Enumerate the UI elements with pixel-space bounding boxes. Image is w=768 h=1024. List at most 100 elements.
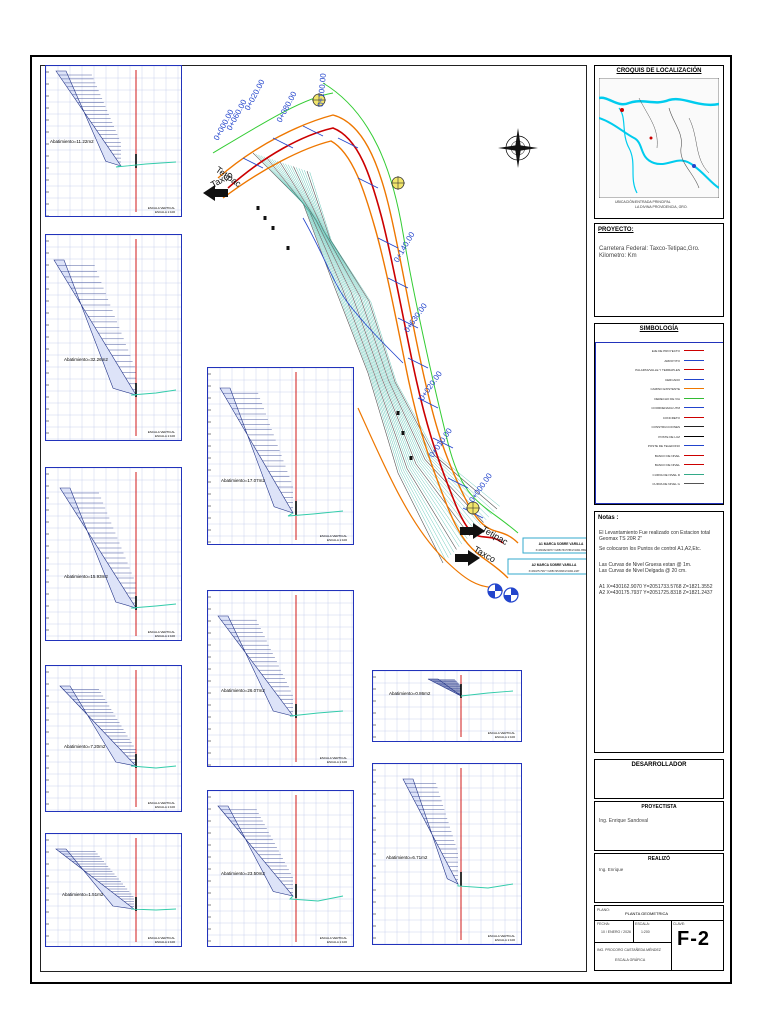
symbol-mark: [684, 473, 704, 478]
cross-section-plot: [46, 235, 181, 440]
symbol-label: BANCO DE NIVEL: [654, 453, 680, 458]
note-2: Se colocaron los Puntos de control A1,A2…: [599, 546, 702, 552]
notes-box: Notas : El Levantamiento Fue realizado c…: [594, 511, 724, 753]
section-scale-line1: ESCALA VERTICAL: [147, 801, 175, 805]
symbol-label: CONSTRUCCIONES: [651, 425, 680, 429]
note-5: A1 X=430162.9070 Y=2051733.5768 Z=1821.3…: [599, 584, 713, 590]
benchmark-text: X=430175.7937 Y=2051725.8318 Z=1821.2437: [529, 570, 580, 573]
symbol-list: EJE DE PROYECTO ARROYITO PALAPAS/VALLE Y T…: [595, 342, 723, 504]
plan-label: PLANO:: [597, 908, 610, 912]
location-caption-label: UBICACIÓN:: [615, 200, 636, 204]
symbol-row: BANCO DE NIVEL: [608, 454, 708, 460]
location-map: [599, 78, 719, 198]
section-scale-line2: ESCALA 1:100: [154, 633, 175, 638]
benchmark-text: A1 MARCA SOBRE VARILLA: [539, 542, 584, 546]
symbol-row: DERECHO DE VIA: [608, 397, 708, 403]
symbol-mark: [684, 416, 704, 421]
project-title: PROYECTO:: [598, 227, 634, 233]
made-name: Ing. Enrique: [599, 867, 624, 872]
note-3: Las Curvas de Nivel Gruesa estan @ 1m.: [599, 562, 692, 568]
section-scale-line1: ESCALA VERTICAL: [147, 936, 175, 940]
section-scale-line1: ESCALA VERTICAL: [319, 534, 347, 538]
station-label: 0+020.00: [417, 369, 444, 402]
symbol-row: CONSTRUCCIONES: [608, 425, 708, 431]
designer-title: PROYECTISTA: [641, 804, 677, 810]
section-scale-line1: ESCALA VERTICAL: [147, 430, 175, 434]
date-label: FECHA:: [597, 922, 610, 926]
symbol-mark: [684, 435, 704, 440]
section-area-label: Abatimiento=1.51m2: [62, 892, 104, 898]
symbol-label: CERCADO: [664, 377, 680, 382]
section-area-label: Abatimiento=6.71m2: [386, 854, 428, 860]
section-scale-line1: ESCALA VERTICAL: [319, 756, 347, 760]
scale-value: 1:200: [641, 930, 650, 934]
symbol-mark: [684, 388, 704, 392]
developer-box: DESARROLLADOR: [594, 759, 724, 799]
section-area-label: Abatimiento=11.22m2: [50, 139, 94, 145]
symbol-row: POSTE DE TELEFONO: [608, 444, 708, 450]
note-4: Las Curvas de Nivel Delgada @ 20 cm.: [599, 568, 687, 574]
symbol-mark: [684, 407, 704, 411]
symbol-row: CURVA DE NIVEL G: [608, 482, 708, 488]
section-area-label: Abatimiento=0.86m2: [389, 691, 431, 697]
symbol-mark: [684, 464, 704, 468]
symbol-label: PALAPAS/VALLE Y TERRAPLEN: [635, 368, 680, 372]
title-block: CROQUIS DE LOCALIZACIÓN UBICACIÓN: ENTRA…: [594, 65, 724, 971]
note-1: El Levantamiento Fue realizado con Estac…: [599, 530, 711, 542]
cross-section-plot: [46, 468, 181, 640]
symbol-label: EJE DE PROYECTO: [651, 349, 680, 353]
symbol-mark: [684, 350, 704, 354]
note-6: A2 X=430175.7937 Y=2051725.8318 Z=1821.2…: [599, 590, 713, 596]
section-scale-line1: ESCALA VERTICAL: [147, 206, 175, 210]
section-scale-line2: ESCALA 1:100: [154, 804, 175, 809]
symbol-mark: [684, 359, 704, 364]
section-scale-line1: ESCALA VERTICAL: [319, 936, 347, 940]
symbol-label: CAMINO EXISTENTE: [650, 387, 680, 391]
section-scale-line2: ESCALA 1:100: [326, 759, 347, 764]
symbol-label: DERECHO DE VIA: [654, 396, 680, 401]
plan-name: PLANTA GEOMETRICA: [625, 911, 669, 916]
symbol-mark: [684, 454, 704, 459]
symbol-mark: [684, 483, 704, 487]
project-box: PROYECTO: Carretera Federal: Taxco-Tetip…: [594, 223, 724, 317]
section-scale-line2: ESCALA 1:100: [494, 734, 515, 739]
designer-box: PROYECTISTA Ing. Enrique Sandoval: [594, 801, 724, 851]
station-label: 0+010.00: [427, 426, 454, 459]
symbol-row: CERCADO: [608, 378, 708, 384]
graphic-scale: ESCALA GRÁFICA: [615, 958, 646, 962]
benchmark-text: A2 MARCA SOBRE VARILLA: [532, 563, 577, 567]
symbol-mark: [684, 397, 704, 402]
section-scale-line1: ESCALA VERTICAL: [147, 630, 175, 634]
symbol-label: POSTE DE TELEFONO: [647, 444, 680, 448]
key-label: CLAVE:: [673, 922, 686, 926]
symbol-label: ARROYITO: [664, 358, 680, 363]
symbol-mark: [684, 378, 704, 383]
symbol-row: EJE DE PROYECTO: [608, 349, 708, 355]
developer-title: DESARROLLADOR: [631, 762, 687, 768]
date-value: 10 / ENERO / 2026: [601, 930, 631, 934]
location-caption-2: LA DIVINA PROVIDENCIA, GRO.: [635, 205, 688, 209]
plan-info-box: PLANO: PLANTA GEOMETRICA FECHA: 10 / ENE…: [594, 905, 724, 971]
symbol-label: CURVA DE NIVEL G: [652, 482, 680, 486]
section-area-label: Abatimiento=32.26m2: [64, 357, 108, 363]
section-scale-line1: ESCALA VERTICAL: [487, 934, 515, 938]
cross-section-plot: [46, 834, 181, 946]
symbol-row: ARROYITO: [608, 359, 708, 365]
section-scale-line2: ESCALA 1:100: [154, 939, 175, 944]
symbol-label: CONCRETO: [662, 415, 680, 420]
